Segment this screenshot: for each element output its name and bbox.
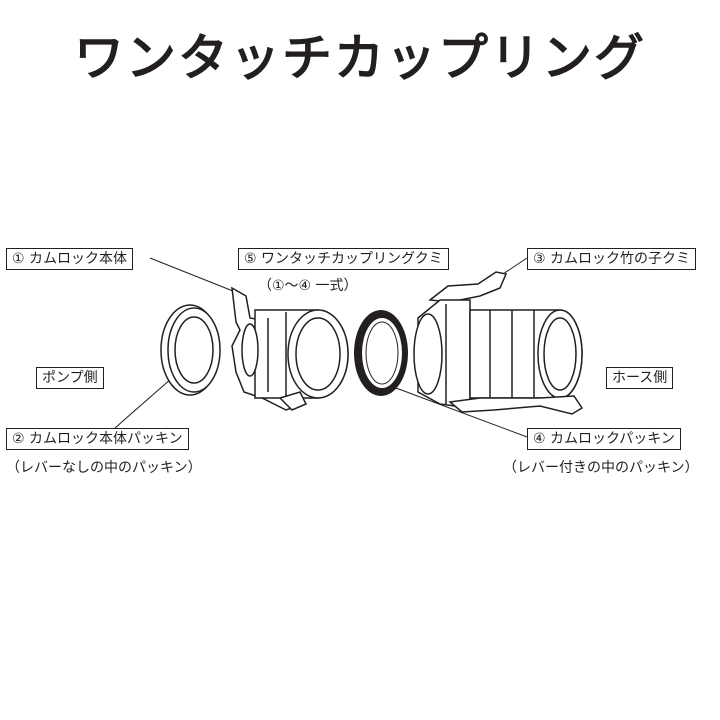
- body-ear-detail: [278, 391, 308, 411]
- label-part5-sub: （①～④ 一式）: [258, 276, 358, 296]
- leader-line-part4: [387, 384, 528, 438]
- camlock-gasket-image: [354, 310, 408, 396]
- label-part5: ⑤ ワンタッチカップリングクミ: [238, 248, 449, 270]
- diagram-title: ワンタッチカップリング: [74, 29, 646, 87]
- body-gasket-image: [160, 304, 221, 396]
- leader-line-part1: [149, 257, 239, 294]
- leader-lines: [114, 257, 528, 438]
- label-part1: ① カムロック本体: [6, 248, 134, 270]
- label-part3: ③ カムロック竹の子クミ: [527, 248, 697, 270]
- camlock-body-image: [231, 286, 349, 411]
- label-part2-sub: （レバーなしの中のパッキン）: [6, 458, 202, 478]
- label-pump-side: ポンプ側: [36, 367, 104, 389]
- leader-line-part2: [114, 377, 173, 429]
- label-hose-side: ホース側: [606, 367, 674, 389]
- camlock-hose-shank-image: [413, 271, 584, 415]
- label-part4: ④ カムロックパッキン: [527, 428, 681, 450]
- label-part2: ② カムロック本体パッキン: [6, 428, 189, 450]
- label-part4-sub: （レバー付きの中のパッキン）: [503, 458, 699, 478]
